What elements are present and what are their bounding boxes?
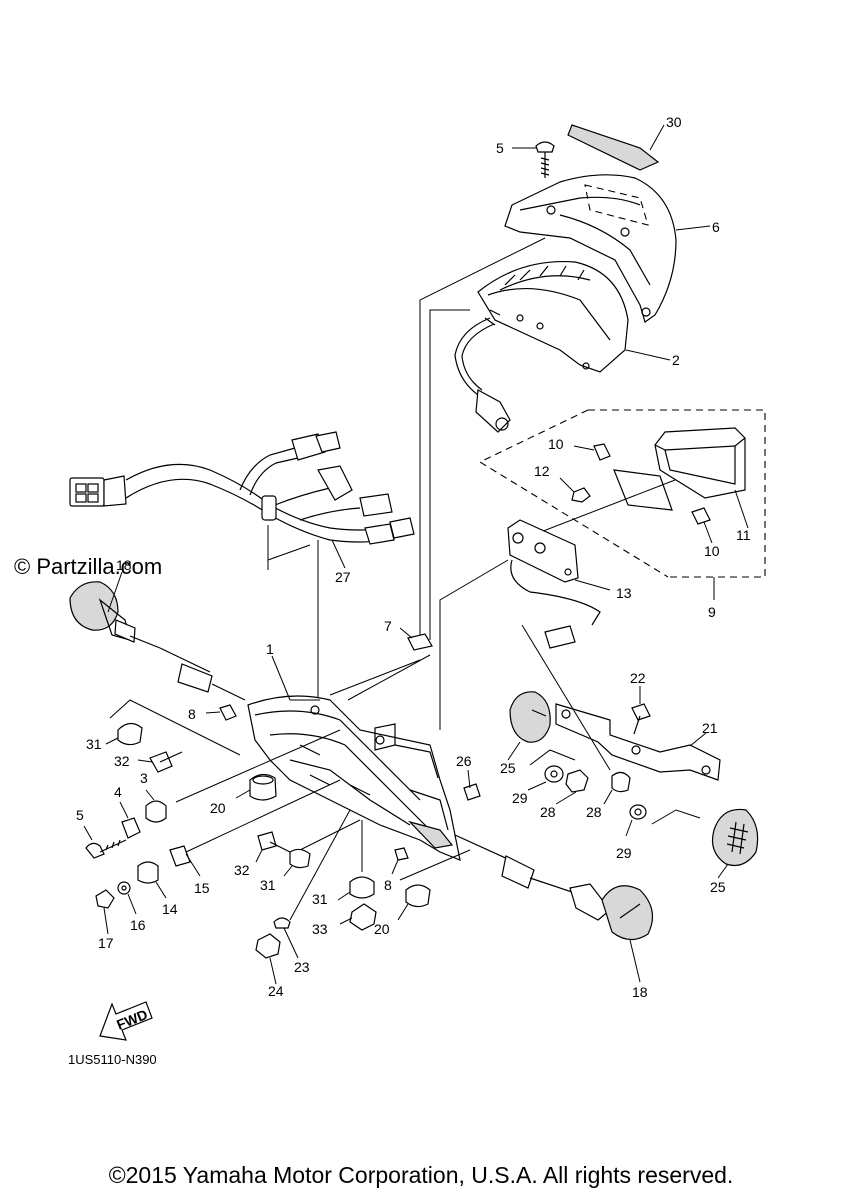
callout-14: 14 bbox=[162, 901, 178, 917]
callout-16: 16 bbox=[130, 917, 146, 933]
callout-30: 30 bbox=[666, 114, 682, 130]
middle-fasteners bbox=[255, 809, 471, 985]
callout-20-lower: 20 bbox=[374, 921, 390, 937]
rivet-left-part bbox=[205, 704, 237, 721]
callout-8-middle: 8 bbox=[384, 877, 392, 893]
callout-3: 3 bbox=[140, 770, 148, 786]
copyright-notice: ©2015 Yamaha Motor Corporation, U.S.A. A… bbox=[108, 1162, 734, 1188]
callout-1: 1 bbox=[266, 641, 274, 657]
callout-5-top: 5 bbox=[496, 140, 504, 156]
callout-7: 7 bbox=[384, 618, 392, 634]
callout-31-bottom: 31 bbox=[312, 891, 328, 907]
turn-signal-left-part bbox=[69, 571, 246, 701]
callout-25-left: 25 bbox=[500, 760, 516, 776]
reflector-strip-part bbox=[567, 124, 665, 171]
callout-17: 17 bbox=[98, 935, 114, 951]
license-holder-part bbox=[439, 519, 611, 730]
callout-33: 33 bbox=[312, 921, 328, 937]
callout-21: 21 bbox=[702, 720, 718, 736]
callout-20-upper: 20 bbox=[210, 800, 226, 816]
callout-28-right: 28 bbox=[586, 804, 602, 820]
callout-27: 27 bbox=[335, 569, 351, 585]
callout-26: 26 bbox=[456, 753, 472, 769]
rear-fender-part bbox=[247, 655, 461, 861]
callout-2: 2 bbox=[672, 352, 680, 368]
callout-10-top: 10 bbox=[548, 436, 564, 452]
callout-31-middle: 31 bbox=[260, 877, 276, 893]
callout-18-left: 18 bbox=[116, 557, 132, 573]
harness-routing bbox=[267, 237, 546, 701]
left-fasteners bbox=[83, 699, 341, 935]
tail-light-part bbox=[454, 260, 671, 433]
right-bracket-group bbox=[507, 624, 759, 879]
fwd-arrow-icon: FWD bbox=[99, 1001, 153, 1041]
callout-18-right: 18 bbox=[632, 984, 648, 1000]
callout-28-left: 28 bbox=[540, 804, 556, 820]
callout-24: 24 bbox=[268, 983, 284, 999]
diagram-code: 1US5110-N390 bbox=[68, 1052, 157, 1067]
callout-13: 13 bbox=[616, 585, 632, 601]
callout-10-bottom: 10 bbox=[704, 543, 720, 559]
callout-29-left: 29 bbox=[512, 790, 528, 806]
grommet-upper-part bbox=[235, 773, 277, 801]
wire-harness-part bbox=[69, 431, 415, 569]
callout-6: 6 bbox=[712, 219, 720, 235]
watermark: © Partzilla.com bbox=[14, 554, 163, 579]
callout-12: 12 bbox=[534, 463, 550, 479]
callout-23: 23 bbox=[294, 959, 310, 975]
callout-22: 22 bbox=[630, 670, 646, 686]
callout-4: 4 bbox=[114, 784, 122, 800]
pin-part bbox=[463, 769, 481, 801]
clip-part bbox=[399, 627, 433, 651]
callout-9: 9 bbox=[708, 604, 716, 620]
callout-32-middle: 32 bbox=[234, 862, 250, 878]
callout-11: 11 bbox=[736, 527, 751, 543]
license-light-group bbox=[478, 409, 766, 600]
callout-25-right: 25 bbox=[710, 879, 726, 895]
screw-top-part bbox=[512, 141, 555, 178]
callout-31-top: 31 bbox=[86, 736, 102, 752]
callout-labels: 30 5 6 2 10 12 11 10 13 9 27 18 7 1 8 31… bbox=[76, 114, 751, 1000]
callout-32-top: 32 bbox=[114, 753, 130, 769]
fwd-label: FWD bbox=[114, 1006, 150, 1033]
callout-5-left: 5 bbox=[76, 807, 84, 823]
callout-29-right: 29 bbox=[616, 845, 632, 861]
turn-signal-right-part bbox=[454, 834, 654, 983]
callout-8-left: 8 bbox=[188, 706, 196, 722]
callout-15: 15 bbox=[194, 880, 210, 896]
tail-cover-part bbox=[504, 174, 711, 323]
